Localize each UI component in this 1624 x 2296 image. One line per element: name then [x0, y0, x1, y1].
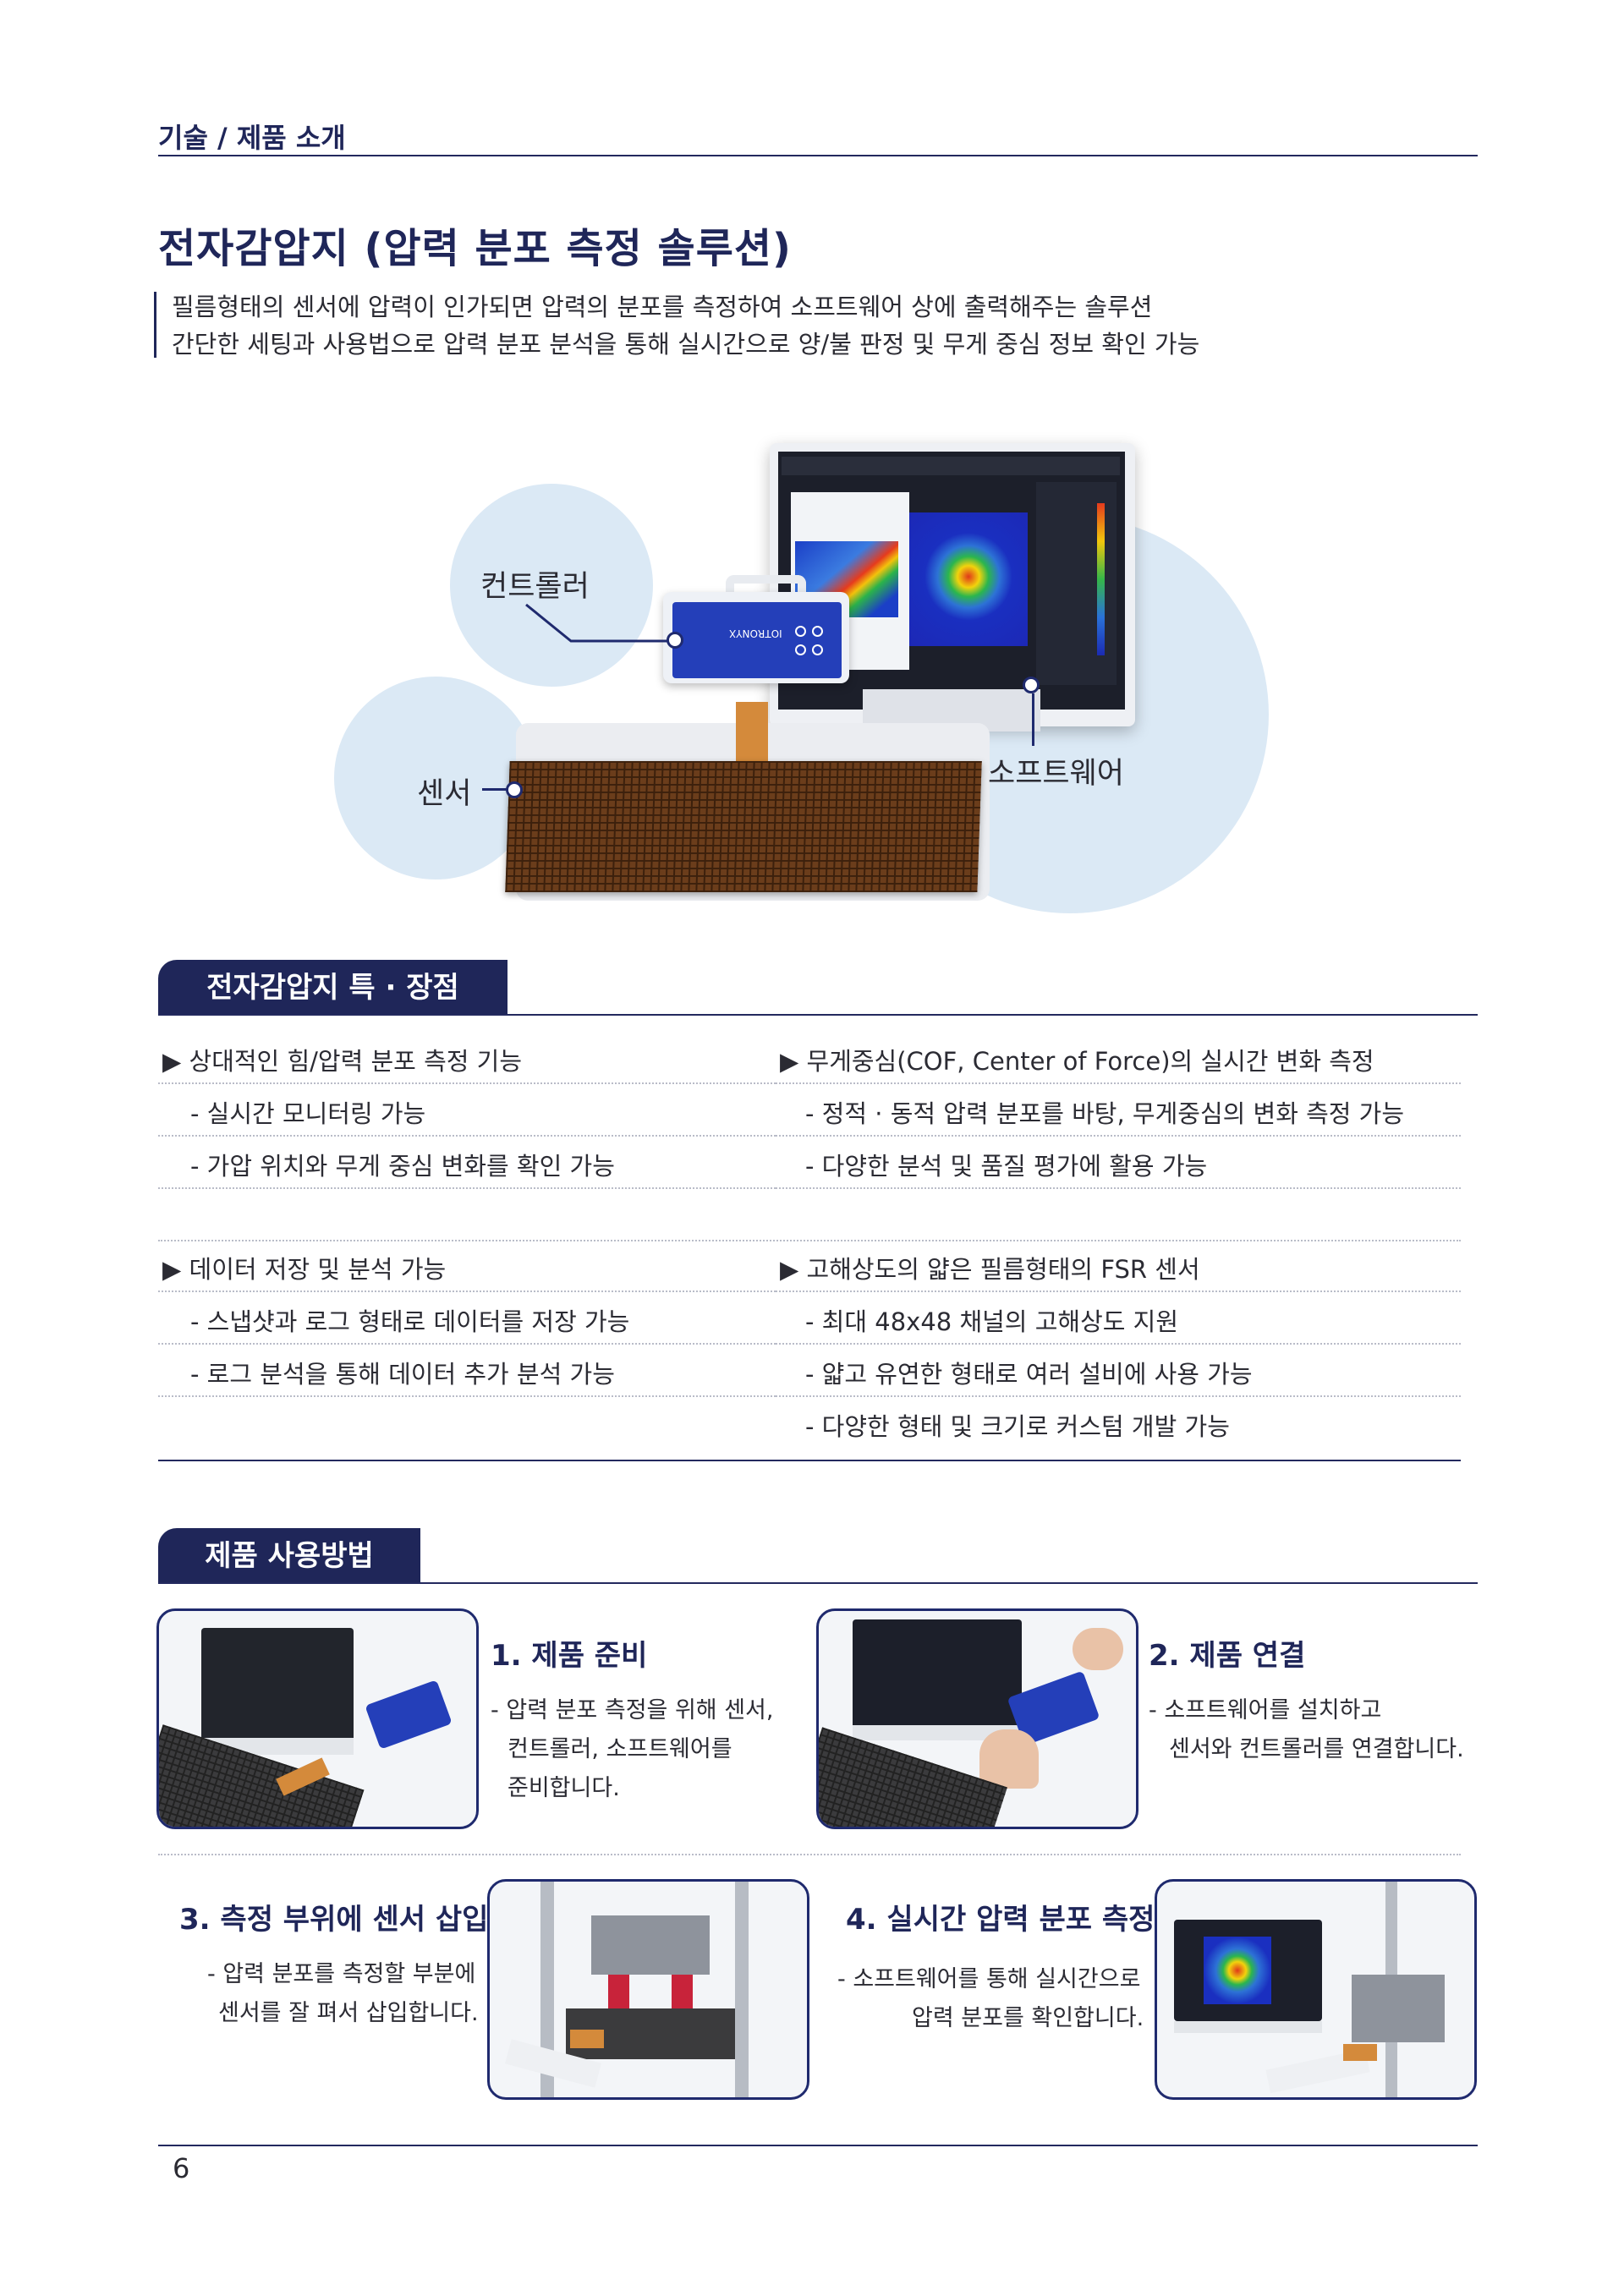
feature-item: - 다양한 분석 및 품질 평가에 활용 가능	[805, 1152, 1208, 1181]
software-toolbar	[782, 457, 1120, 475]
row-divider	[158, 1082, 776, 1084]
step-1-desc-line: 컨트롤러, 소프트웨어를	[508, 1736, 732, 1762]
hero-illustration: IOTRONYX 컨트롤러 센서 소프트웨어	[0, 0, 1624, 947]
step-2-title: 2. 제품 연결	[1149, 1639, 1306, 1673]
feature-item: - 실시간 모니터링 가능	[190, 1099, 426, 1128]
step-3-title: 3. 측정 부위에 센서 삽입	[179, 1903, 489, 1937]
row-divider	[776, 1395, 1461, 1397]
callout-software-dot	[1023, 677, 1040, 693]
row-divider	[776, 1187, 1461, 1189]
step-1-desc-line: 준비합니다.	[508, 1775, 620, 1801]
controller-brand: IOTRONYX	[729, 627, 782, 639]
page-title: 전자감압지 (압력 분포 측정 솔루션)	[158, 225, 792, 272]
step-1-title: 1. 제품 준비	[491, 1639, 648, 1673]
row-divider	[158, 1395, 776, 1397]
header-divider	[158, 155, 1478, 156]
step-3-desc-line: - 압력 분포를 측정할 부분에	[207, 1961, 476, 1987]
backdrop-circle-top	[450, 484, 653, 687]
controller-port-icon	[812, 626, 823, 637]
backdrop-circle-left	[334, 677, 537, 879]
controller-port-icon	[795, 644, 806, 655]
feature-title: ▶ 고해상도의 얇은 필름형태의 FSR 센서	[780, 1255, 1200, 1284]
row-divider	[776, 1082, 1461, 1084]
feature-title: ▶ 무게중심(COF, Center of Force)의 실시간 변화 측정	[780, 1047, 1374, 1076]
description-line-1: 필름형태의 센서에 압력이 인가되면 압력의 분포를 측정하여 소프트웨어 상에…	[172, 293, 1153, 321]
sensor-ribbon-cable	[736, 702, 768, 761]
feature-title: ▶ 상대적인 힘/압력 분포 측정 기능	[162, 1047, 523, 1076]
callout-controller-dot	[667, 632, 683, 649]
row-divider	[158, 1290, 776, 1292]
software-heatmap	[909, 512, 1028, 646]
section-label: 기술 / 제품 소개	[158, 122, 346, 154]
software-color-scale	[1097, 503, 1105, 655]
controller-port-icon	[812, 644, 823, 655]
step-2-desc-line: - 소프트웨어를 설치하고	[1149, 1697, 1382, 1723]
callout-controller-label: 컨트롤러	[480, 570, 590, 604]
description-accent-bar	[154, 292, 156, 358]
row-divider	[776, 1343, 1461, 1345]
row-divider	[158, 1135, 776, 1137]
callout-sensor-label: 센서	[417, 777, 472, 811]
feature-item: - 다양한 형태 및 크기로 커스텀 개발 가능	[805, 1412, 1230, 1441]
step-4-image	[1155, 1879, 1477, 2100]
step-3-desc-line: 센서를 잘 펴서 삽입합니다.	[218, 2000, 479, 2026]
feature-item: - 가압 위치와 무게 중심 변화를 확인 가능	[190, 1152, 615, 1181]
callout-controller-line	[525, 603, 668, 643]
controller-face	[672, 602, 842, 678]
row-divider	[776, 1135, 1461, 1137]
callout-software-line	[1032, 693, 1034, 746]
step-1-desc-line: - 압력 분포 측정을 위해 센서,	[491, 1697, 774, 1723]
features-top-divider	[158, 1014, 1478, 1016]
usage-heading: 제품 사용방법	[158, 1528, 420, 1584]
step-1-image	[156, 1608, 479, 1829]
usage-top-divider	[158, 1582, 1478, 1584]
feature-item: - 최대 48x48 채널의 고해상도 지원	[805, 1307, 1179, 1336]
controller-port-icon	[795, 626, 806, 637]
sensor-film	[505, 761, 982, 892]
description-line-2: 간단한 세팅과 사용법으로 압력 분포 분석을 통해 실시간으로 양/불 판정 …	[172, 330, 1200, 359]
feature-item: - 스냅샷과 로그 형태로 데이터를 저장 가능	[190, 1307, 630, 1336]
row-divider	[158, 1240, 1461, 1241]
row-divider	[158, 1187, 776, 1189]
step-4-desc-line: 압력 분포를 확인합니다.	[912, 2005, 1144, 2031]
page-number: 6	[173, 2152, 190, 2184]
feature-item: - 정적 · 동적 압력 분포를 바탕, 무게중심의 변화 측정 가능	[805, 1099, 1405, 1128]
step-2-image	[816, 1608, 1138, 1829]
feature-item: - 로그 분석을 통해 데이터 추가 분석 가능	[190, 1360, 615, 1389]
row-divider	[158, 1343, 776, 1345]
features-bottom-divider	[158, 1460, 1461, 1461]
step-4-title: 4. 실시간 압력 분포 측정	[846, 1903, 1155, 1937]
usage-row-divider	[158, 1854, 1461, 1855]
step-2-desc-line: 센서와 컨트롤러를 연결합니다.	[1169, 1736, 1464, 1762]
callout-sensor-dot	[506, 781, 523, 798]
footer-divider	[158, 2145, 1478, 2146]
feature-item: - 얇고 유연한 형태로 여러 설비에 사용 가능	[805, 1360, 1253, 1389]
callout-sensor-line	[482, 788, 508, 791]
feature-title: ▶ 데이터 저장 및 분석 가능	[162, 1255, 447, 1284]
callout-software-label: 소프트웨어	[988, 757, 1125, 791]
row-divider	[776, 1290, 1461, 1292]
step-4-desc-line: - 소프트웨어를 통해 실시간으로	[837, 1966, 1141, 1992]
step-3-image	[487, 1879, 809, 2100]
features-heading: 전자감압지 특 · 장점	[158, 960, 508, 1016]
